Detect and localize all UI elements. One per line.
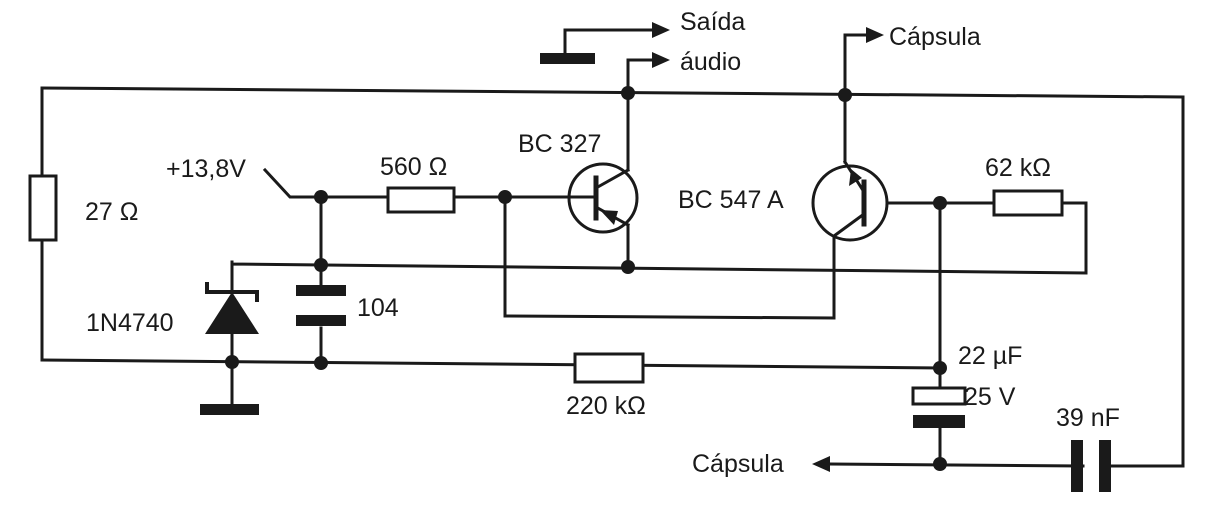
wire-supply-rail bbox=[262, 167, 562, 199]
wire-saida-bar bbox=[563, 28, 654, 57]
bc547-emitter-arrow bbox=[849, 169, 862, 186]
resistor-560 bbox=[386, 186, 456, 214]
wire-bottom-rail bbox=[40, 358, 942, 370]
junction-dot bbox=[314, 190, 328, 204]
wire-bc327-emitter bbox=[626, 58, 654, 172]
bc547-emitter-lead bbox=[831, 211, 867, 239]
junction-dot bbox=[621, 86, 635, 100]
zener-cathode-bar bbox=[205, 282, 259, 302]
cap-22u-negative-plate bbox=[913, 415, 965, 428]
cap-104-top-plate bbox=[296, 285, 346, 296]
wire-bc547-collector bbox=[843, 33, 868, 164]
junction-dot bbox=[314, 356, 328, 370]
label-vcc: +13,8V bbox=[166, 155, 246, 183]
label-capsula-top: Cápsula bbox=[889, 23, 981, 51]
arrow-capsula-bottom bbox=[812, 456, 830, 472]
label-r27: 27 Ω bbox=[85, 198, 138, 226]
cap-39n-right-plate bbox=[1099, 440, 1111, 492]
junction-dot bbox=[498, 190, 512, 204]
junction-dot bbox=[314, 258, 328, 272]
resistor-27 bbox=[28, 174, 58, 242]
label-r560: 560 Ω bbox=[380, 153, 447, 181]
ground-bar-zener bbox=[200, 404, 259, 415]
label-capsula-bottom: Cápsula bbox=[692, 450, 784, 478]
bc327-collector-lead bbox=[593, 167, 631, 191]
wire-middle-rail bbox=[230, 201, 1088, 275]
arrow-audio bbox=[652, 52, 670, 68]
junction-dot bbox=[225, 355, 239, 369]
junction-dot bbox=[933, 457, 947, 471]
resistor-220k bbox=[573, 352, 645, 384]
label-saida: Saída bbox=[680, 8, 745, 36]
label-c22u: 22 µF bbox=[958, 342, 1022, 370]
cap-104-bottom-plate bbox=[296, 315, 346, 326]
cap-22u-positive-plate bbox=[911, 386, 967, 406]
wire-feedback-loop bbox=[503, 195, 836, 320]
arrow-capsula-top bbox=[866, 27, 884, 43]
wire-capsula-bottom bbox=[828, 462, 1185, 468]
label-audio: áudio bbox=[680, 48, 741, 76]
junction-dot bbox=[933, 361, 947, 375]
transistor-bc547a bbox=[811, 164, 889, 242]
junction-dot bbox=[621, 260, 635, 274]
bc327-emitter-arrow bbox=[600, 210, 618, 225]
label-r62k: 62 kΩ bbox=[985, 154, 1051, 182]
label-c25v: 25 V bbox=[964, 383, 1016, 411]
junction-dot bbox=[933, 196, 947, 210]
label-r220k: 220 kΩ bbox=[566, 392, 646, 420]
arrow-saida bbox=[652, 22, 670, 38]
ground-bar-saida bbox=[540, 53, 595, 64]
label-zener: 1N4740 bbox=[86, 309, 174, 337]
label-bc547a: BC 547 A bbox=[678, 186, 784, 214]
junction-dot bbox=[838, 88, 852, 102]
zener-diode-1n4740 bbox=[205, 292, 259, 334]
label-c104: 104 bbox=[357, 294, 399, 322]
cap-39n-left-plate bbox=[1071, 440, 1083, 492]
resistor-62k bbox=[992, 189, 1064, 217]
label-c39n: 39 nF bbox=[1056, 404, 1120, 432]
wire-top-rail bbox=[40, 86, 1185, 99]
label-bc327: BC 327 bbox=[518, 130, 601, 158]
